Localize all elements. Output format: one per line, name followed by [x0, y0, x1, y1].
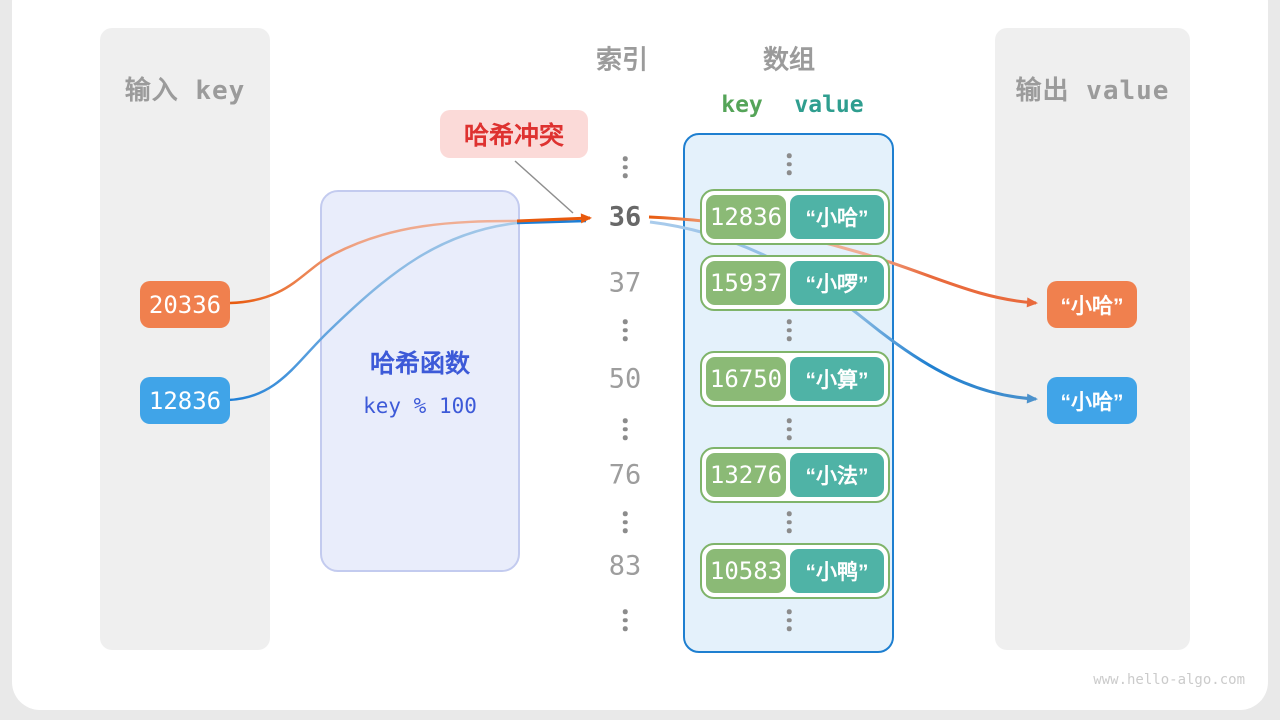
pair-key: 15937 [706, 261, 786, 305]
output-value-box-blue: “小哈” [1047, 377, 1137, 424]
input-panel-title: 输入 key [124, 76, 246, 106]
index-item-50: 50 [608, 363, 642, 395]
vertical-ellipsis-icon [622, 511, 628, 533]
array-column-title: 数组 [762, 45, 816, 76]
watermark: www.hello-algo.com [1093, 672, 1245, 688]
vertical-ellipsis-icon [786, 511, 792, 533]
pair-key: 13276 [706, 453, 786, 497]
output-value-box-orange: “小哈” [1047, 281, 1137, 328]
hash-function-box: 哈希函数 key % 100 [320, 190, 520, 572]
vertical-ellipsis-icon [622, 156, 628, 178]
array-value-header: value [794, 92, 864, 118]
collision-badge: 哈希冲突 [440, 110, 588, 158]
vertical-ellipsis-icon [622, 609, 628, 631]
output-value-label: “小哈” [1060, 294, 1124, 318]
array-row-83: 10583 “小鸭” [700, 543, 890, 599]
pair-key: 10583 [706, 549, 786, 593]
pair-value: “小算” [790, 357, 884, 401]
pair-value: “小法” [790, 453, 884, 497]
pair-key: 16750 [706, 357, 786, 401]
input-panel: 输入 key [100, 28, 270, 650]
pair-key: 12836 [706, 195, 786, 239]
output-value-label: “小哈” [1060, 390, 1124, 414]
index-item-37: 37 [608, 267, 642, 299]
array-row-37: 15937 “小啰” [700, 255, 890, 311]
array-row-76: 13276 “小法” [700, 447, 890, 503]
input-key-box-12836: 12836 [140, 377, 230, 424]
array-key-header: key [721, 92, 763, 118]
output-panel-title: 输出 value [1015, 76, 1170, 106]
output-panel: 输出 value [995, 28, 1190, 650]
hash-function-formula: key % 100 [363, 394, 477, 418]
array-row-50: 16750 “小算” [700, 351, 890, 407]
index-item-36: 36 [608, 201, 642, 233]
vertical-ellipsis-icon [622, 418, 628, 440]
pair-value: “小哈” [790, 195, 884, 239]
index-item-83: 83 [608, 550, 642, 582]
hash-function-title: 哈希函数 [369, 350, 470, 378]
vertical-ellipsis-icon [786, 609, 792, 631]
vertical-ellipsis-icon [622, 319, 628, 341]
vertical-ellipsis-icon [786, 319, 792, 341]
input-key-box-20336: 20336 [140, 281, 230, 328]
vertical-ellipsis-icon [786, 418, 792, 440]
index-item-76: 76 [608, 459, 642, 491]
vertical-ellipsis-icon [786, 153, 792, 175]
collision-badge-label: 哈希冲突 [463, 122, 564, 150]
index-column-title: 索引 [595, 45, 649, 76]
pair-value: “小鸭” [790, 549, 884, 593]
input-key-label: 12836 [148, 386, 222, 415]
input-key-label: 20336 [148, 290, 222, 319]
array-row-36: 12836 “小哈” [700, 189, 890, 245]
pair-value: “小啰” [790, 261, 884, 305]
